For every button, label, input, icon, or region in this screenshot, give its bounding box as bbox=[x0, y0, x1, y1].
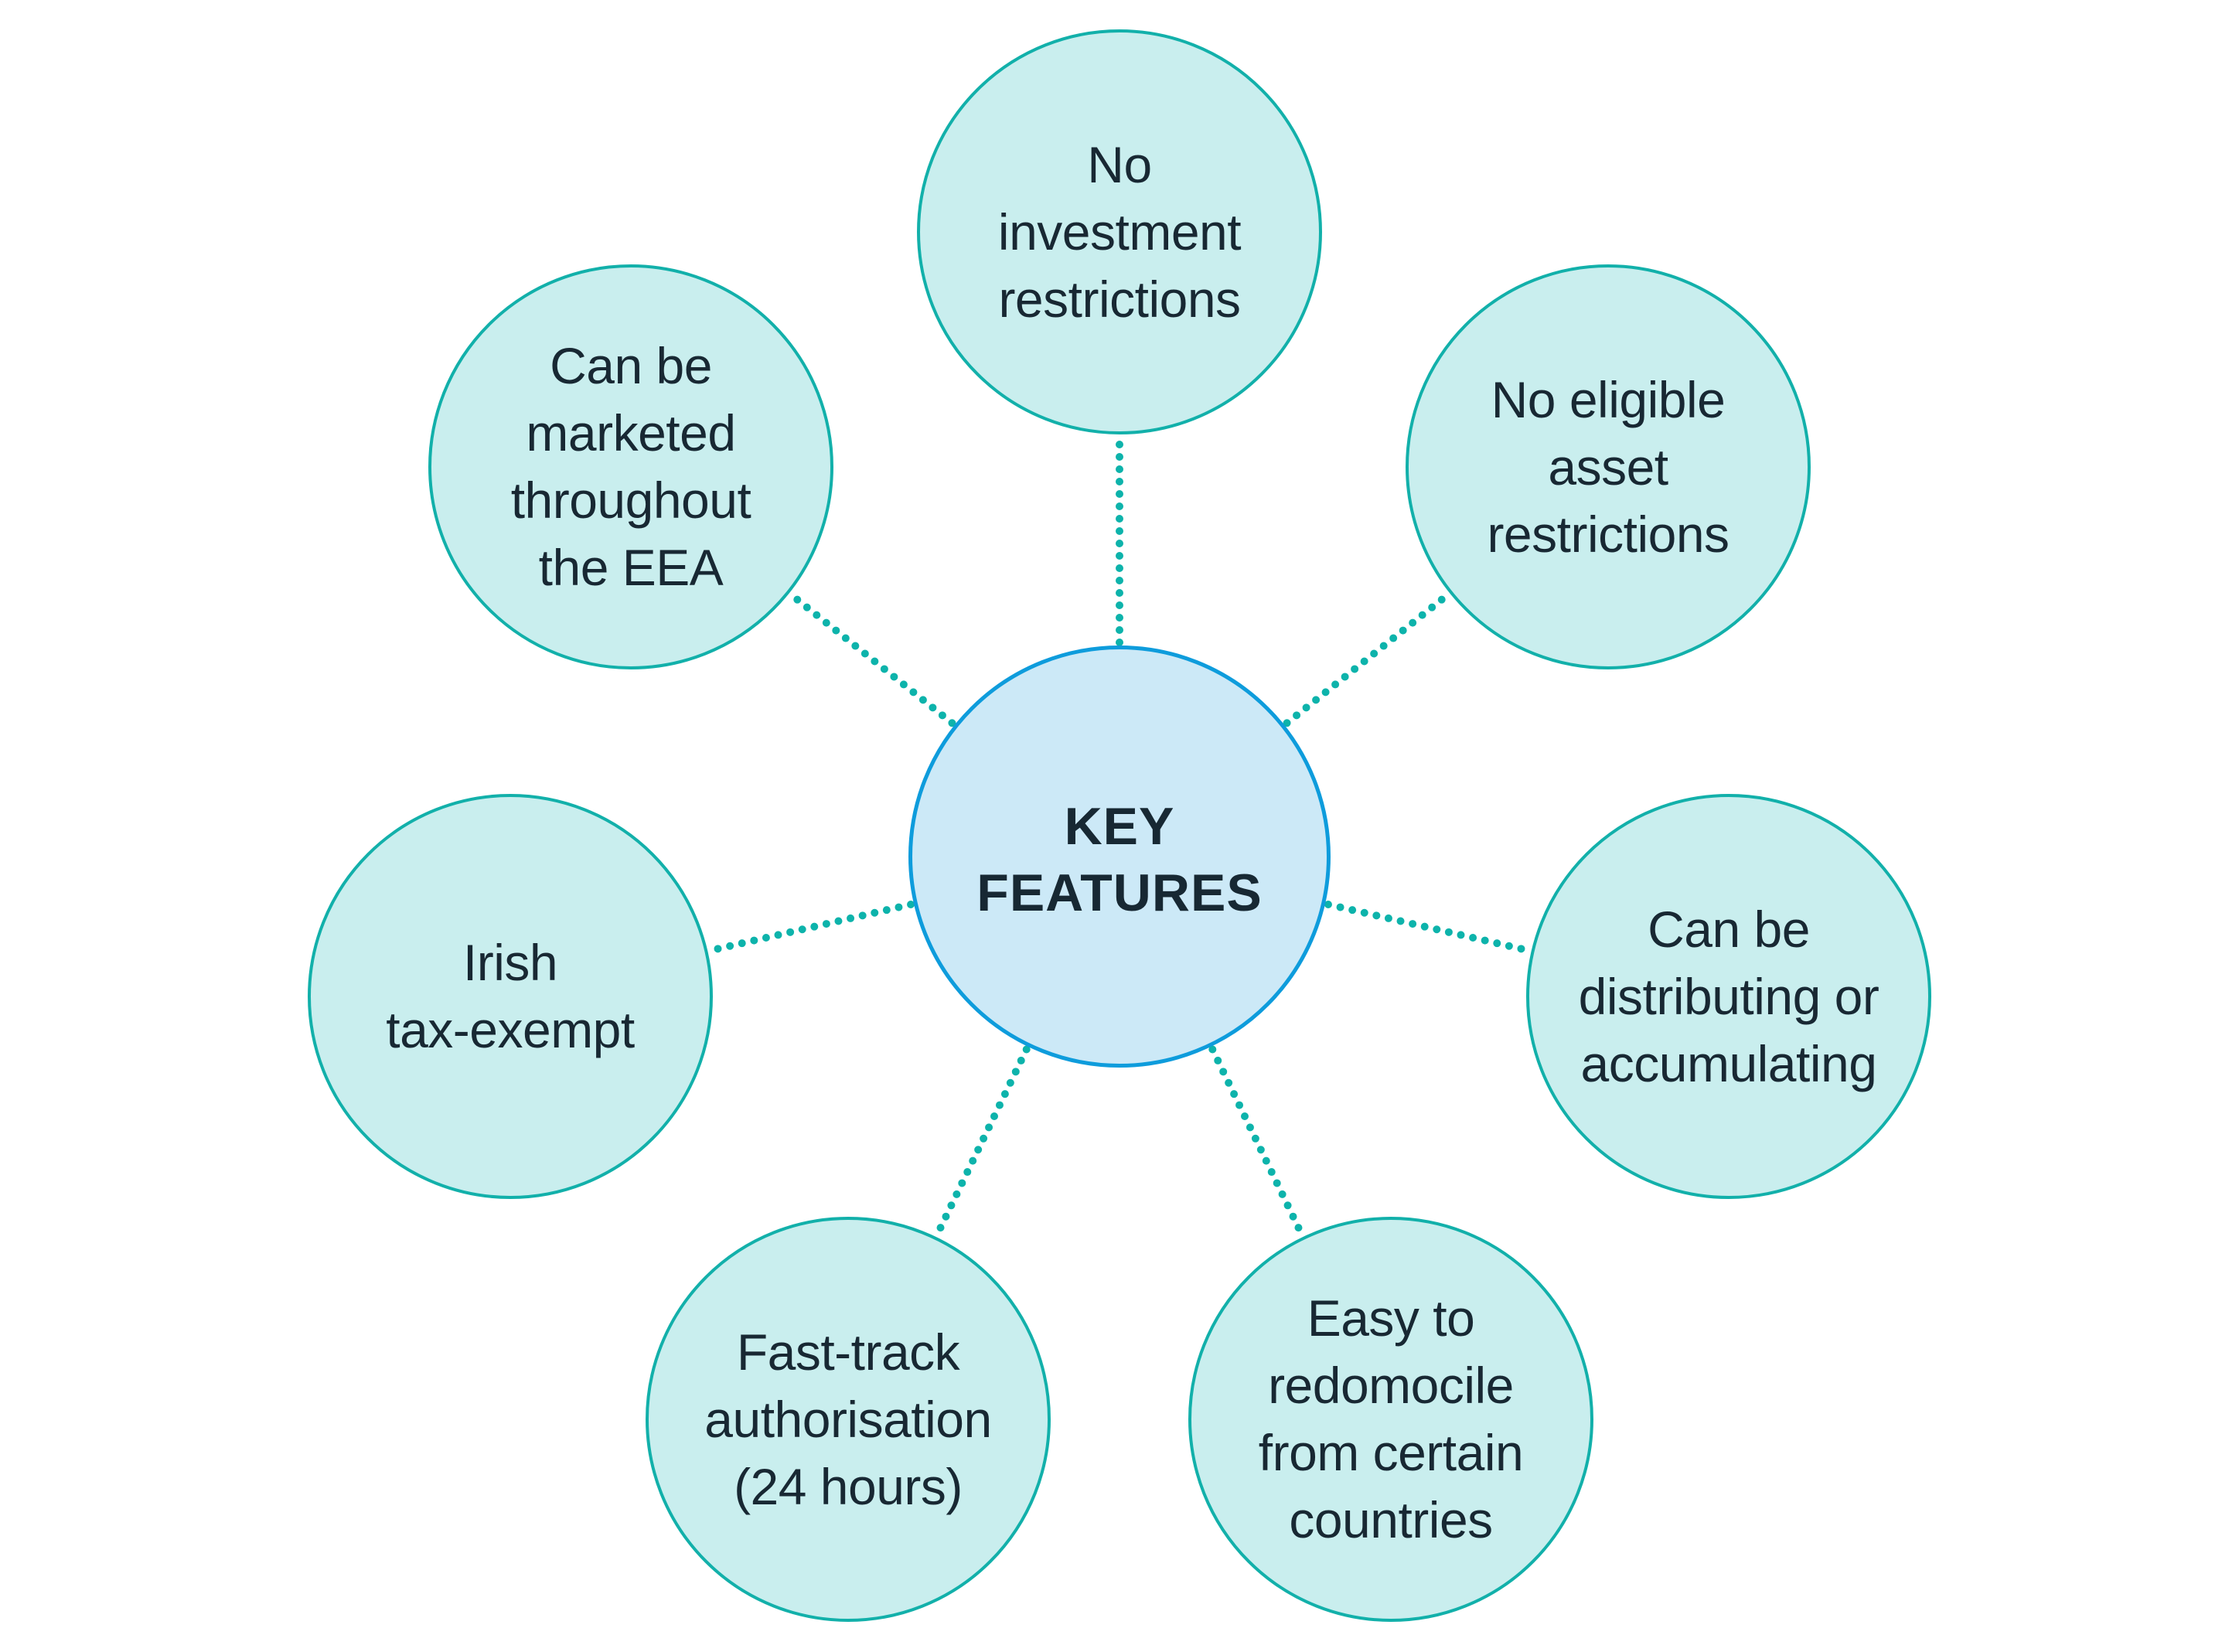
feature-label: No eligible asset restrictions bbox=[1487, 366, 1730, 568]
feature-label-line: Fast-track bbox=[736, 1323, 960, 1381]
connector-marketed-throughout-eea bbox=[784, 588, 956, 727]
feature-irish-tax-exempt: Irish tax-exempt bbox=[308, 794, 713, 1199]
feature-label-line: tax-exempt bbox=[386, 1001, 635, 1058]
feature-label-line: redomocile bbox=[1268, 1357, 1514, 1414]
feature-label-line: the EEA bbox=[538, 539, 724, 596]
feature-label-line: No eligible bbox=[1491, 370, 1726, 428]
feature-label: Easy to redomocile from certain countrie… bbox=[1258, 1285, 1524, 1554]
feature-distributing-or-accumulating: Can be distributing or accumulating bbox=[1526, 794, 1931, 1199]
hub-label-line: KEY bbox=[1064, 797, 1175, 856]
feature-label-line: authorisation bbox=[704, 1390, 992, 1448]
feature-easy-to-redomicile: Easy to redomocile from certain countrie… bbox=[1188, 1217, 1593, 1622]
connector-distributing-or-accumulating bbox=[1324, 901, 1537, 955]
feature-label: Can be marketed throughout the EEA bbox=[511, 332, 751, 601]
feature-label-line: distributing or bbox=[1578, 967, 1879, 1025]
feature-label-line: asset bbox=[1548, 438, 1668, 496]
feature-label-line: restrictions bbox=[1487, 505, 1730, 563]
hub-label-line: FEATURES bbox=[976, 863, 1263, 922]
feature-label-line: throughout bbox=[510, 472, 751, 529]
hub-key-features: KEY FEATURES bbox=[908, 645, 1331, 1068]
connector-no-eligible-asset-restrictions bbox=[1283, 588, 1455, 727]
feature-label: No investment restrictions bbox=[997, 131, 1242, 333]
feature-no-investment-restrictions: No investment restrictions bbox=[917, 29, 1322, 434]
feature-label-line: Easy to bbox=[1307, 1289, 1475, 1347]
feature-label-line: Irish bbox=[462, 934, 558, 991]
feature-label-line: restrictions bbox=[998, 270, 1241, 328]
feature-marketed-throughout-eea: Can be marketed throughout the EEA bbox=[428, 264, 833, 669]
connector-fast-track-authorisation bbox=[931, 1045, 1031, 1242]
feature-fast-track-authorisation: Fast-track authorisation (24 hours) bbox=[646, 1217, 1051, 1622]
feature-no-eligible-asset-restrictions: No eligible asset restrictions bbox=[1406, 264, 1811, 669]
feature-label: Can be distributing or accumulating bbox=[1579, 896, 1879, 1098]
feature-label-line: marketed bbox=[526, 404, 736, 462]
connector-easy-to-redomicile bbox=[1208, 1045, 1308, 1242]
hub-label: KEY FEATURES bbox=[976, 793, 1262, 926]
feature-label-line: accumulating bbox=[1580, 1034, 1877, 1092]
connector-irish-tax-exempt bbox=[702, 901, 915, 955]
feature-label-line: (24 hours) bbox=[734, 1457, 963, 1515]
feature-label: Irish tax-exempt bbox=[386, 929, 635, 1064]
feature-label-line: countries bbox=[1289, 1491, 1493, 1548]
feature-label-line: from certain bbox=[1258, 1424, 1524, 1481]
feature-label-line: investment bbox=[997, 203, 1242, 261]
feature-label-line: Can be bbox=[1648, 900, 1810, 958]
feature-label-line: No bbox=[1087, 135, 1152, 193]
feature-label-line: Can be bbox=[550, 337, 712, 394]
feature-label: Fast-track authorisation (24 hours) bbox=[704, 1319, 992, 1521]
